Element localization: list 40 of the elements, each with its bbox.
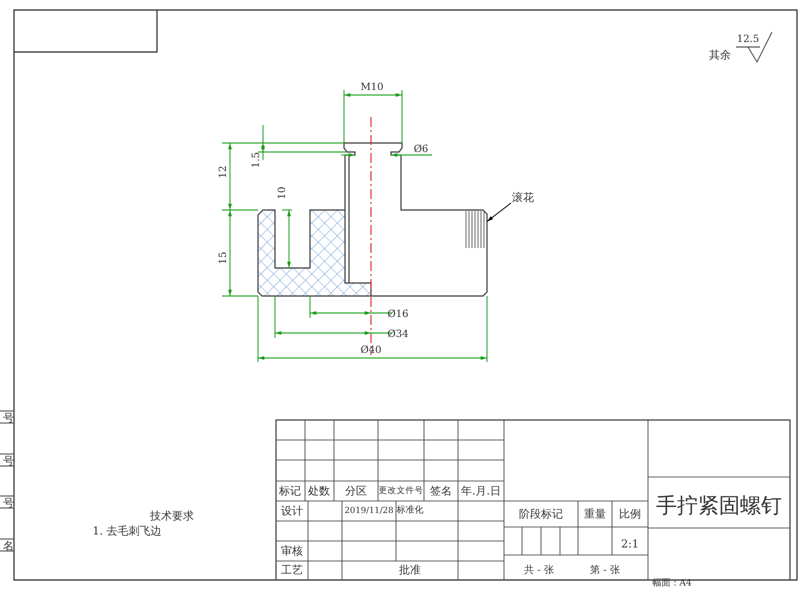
knurled-surface-drawing (465, 211, 487, 249)
column-heading: 更改文件号 (378, 486, 424, 496)
margin-label: 号 (0, 454, 14, 466)
dimension-label: M10 (360, 83, 384, 93)
column-heading: 分区 (345, 486, 367, 496)
paper-size-note: 幅面：A4 (652, 580, 692, 588)
dimension-label: 15 (219, 252, 229, 264)
callout-label: 滚花 (512, 192, 534, 203)
column-heading: 重量 (584, 508, 606, 520)
dimension-label: Ø40 (360, 346, 382, 356)
margin-label: 名 (0, 538, 14, 552)
dimension-label: Ø34 (388, 330, 408, 340)
dimension-label: Ø6 (414, 145, 428, 155)
dimension-label: 12 (219, 166, 229, 178)
sheet-count: 共 - 张 (524, 566, 554, 576)
margin-label: 号 (0, 410, 14, 424)
field-label: 工艺 (281, 564, 303, 576)
requirement-note: 1. 去毛刺飞边 (92, 526, 162, 536)
date-text: 2019/11/28 (344, 506, 394, 516)
sheet-count: 第 - 张 (590, 566, 620, 576)
column-heading: 标记 (279, 486, 301, 496)
dimension-label: 10 (278, 186, 288, 200)
dimension-label: 1.5 (252, 152, 262, 168)
roughness-value: 12.5 (736, 35, 760, 45)
field-label: 标准化 (396, 506, 424, 516)
field-label: 批准 (399, 564, 421, 576)
field-label: 设计 (281, 506, 303, 516)
dimension-label: Ø16 (388, 310, 408, 320)
field-label: 审核 (281, 546, 303, 556)
scale-value: 2:1 (621, 538, 639, 550)
part-name: 手拧紧固螺钉 (656, 496, 782, 516)
column-heading: 阶段标记 (519, 508, 563, 520)
roughness-note: 其余 (709, 50, 731, 60)
margin-label: 号 (0, 496, 14, 508)
column-heading: 比例 (619, 508, 641, 520)
column-heading: 签名 (430, 486, 452, 496)
column-heading: 年.月.日 (461, 486, 501, 496)
column-heading: 处数 (308, 486, 330, 496)
technical-requirements-heading: 技术要求 (150, 510, 194, 522)
leader-line (486, 202, 512, 222)
